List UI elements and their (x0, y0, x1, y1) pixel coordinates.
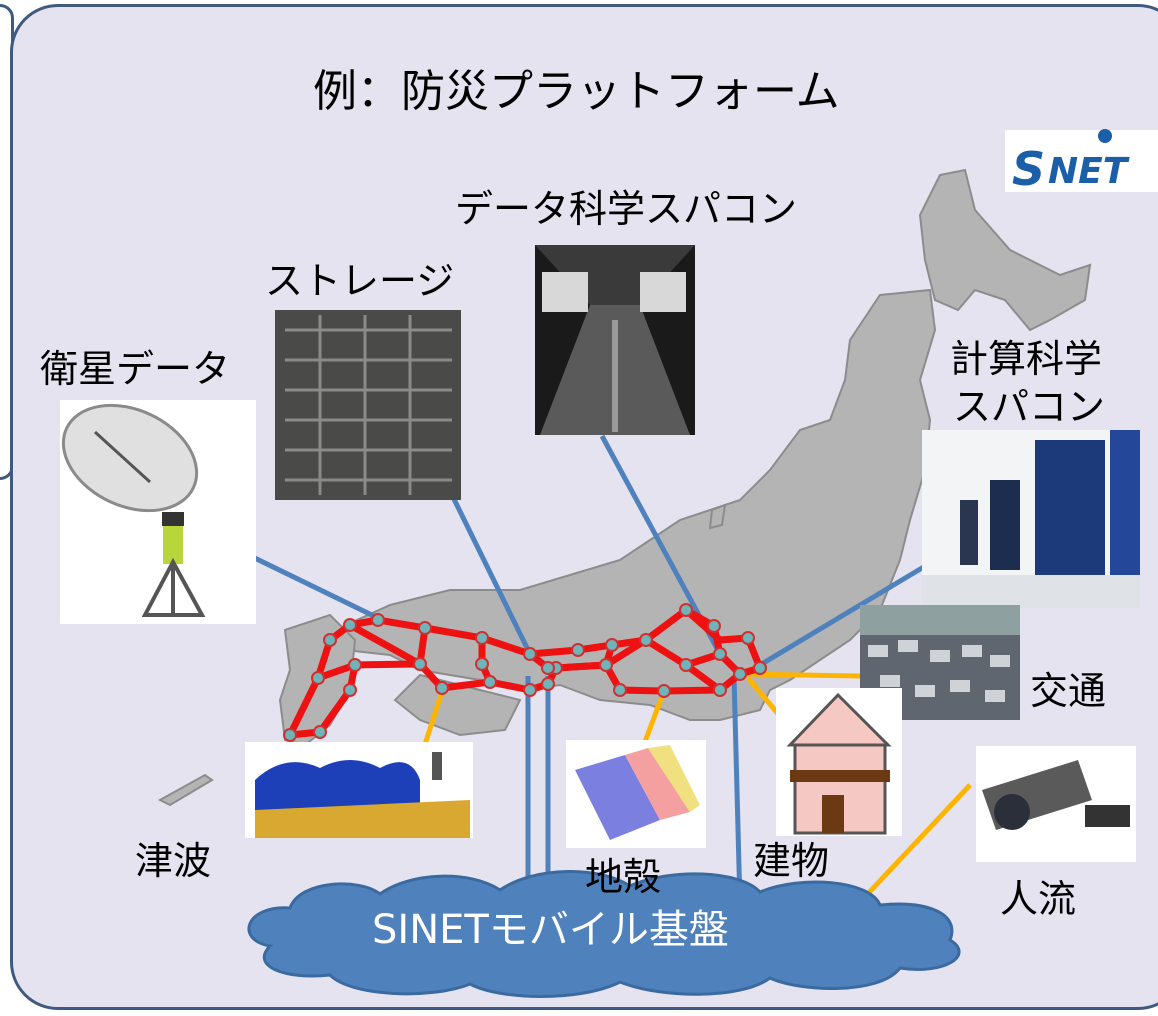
sinet-mobile-cloud (247, 870, 961, 998)
label-traffic: 交通 (1030, 669, 1107, 713)
crust-layers-icon (566, 740, 706, 848)
page-title: 例：防災プラットフォーム (313, 66, 840, 117)
link-people-flow (860, 783, 972, 902)
label-data-science: データ科学スパコン (455, 187, 798, 231)
label-storage: ストレージ (265, 259, 455, 303)
label-compute-2: スパコン (953, 385, 1106, 429)
label-tsunami: 津波 (135, 839, 212, 883)
storage-rack-icon (275, 310, 461, 500)
label-compute-1: 計算科学 (950, 337, 1103, 381)
label-mobile-platform: SINETモバイル基盤 (372, 907, 729, 953)
svg-text:NET: NET (1048, 151, 1130, 192)
hokkaido-island (918, 168, 1092, 332)
tsunami-wave-icon (245, 742, 473, 838)
traffic-jam-icon (860, 605, 1020, 720)
network-nodes (283, 603, 767, 742)
house-icon (776, 688, 902, 836)
supercomputer-room-icon (922, 430, 1140, 608)
svg-text:S: S (1012, 142, 1045, 196)
label-crust: 地殻 (585, 855, 662, 899)
shikoku-island (393, 673, 522, 737)
label-building: 建物 (753, 839, 830, 883)
label-satellite: 衛星データ (40, 347, 231, 391)
okinawa-islet (157, 773, 214, 807)
link-cloud-right (731, 675, 743, 906)
satellite-dish-icon (60, 400, 256, 624)
sado-island (708, 503, 727, 530)
security-camera-icon (976, 746, 1136, 862)
supercomputer-aisle-icon (535, 245, 695, 435)
label-people-flow: 人流 (1000, 877, 1077, 921)
link-compute (758, 559, 934, 668)
sinet-logo-icon: S NET (1005, 129, 1158, 196)
